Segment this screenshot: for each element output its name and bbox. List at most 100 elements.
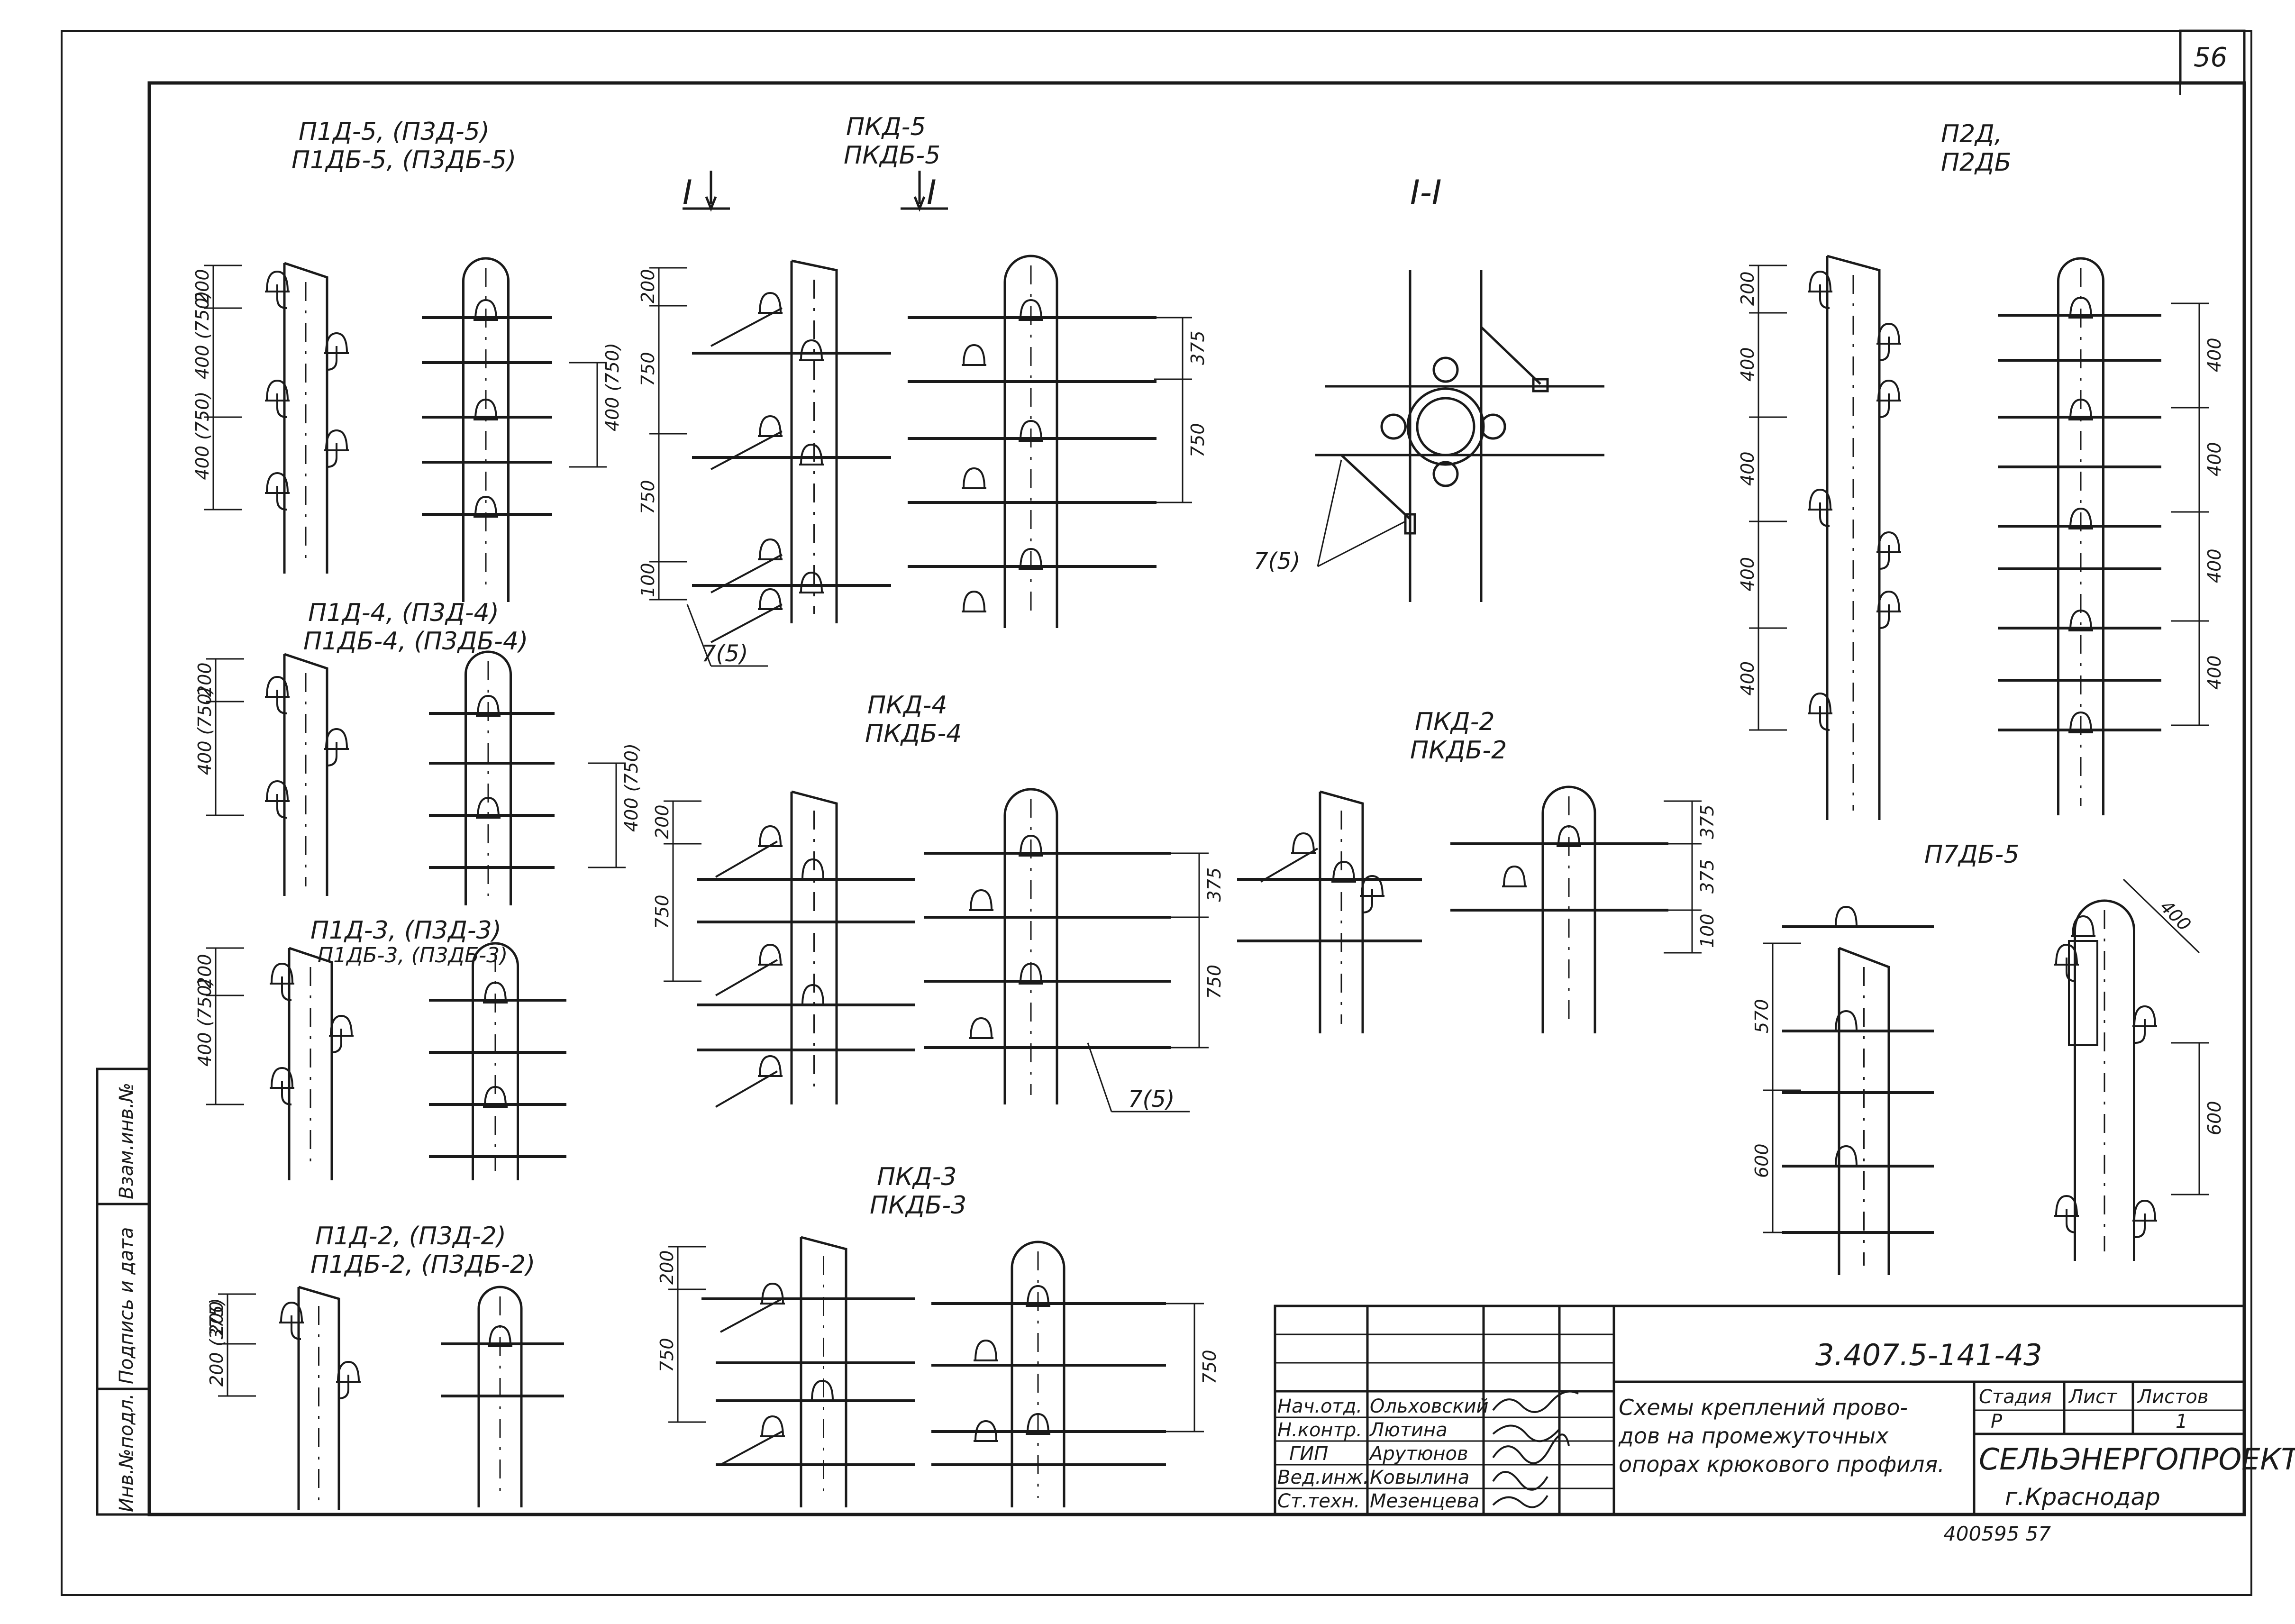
dim-label: 400 (750) <box>621 743 642 832</box>
insulator <box>800 571 823 593</box>
pole-side <box>297 1286 340 1510</box>
side-stamp <box>96 1067 151 1516</box>
dim-label: 400 <box>1737 451 1758 486</box>
pole-front <box>462 257 510 602</box>
dim-label: 375 <box>1697 859 1718 894</box>
label-pkd3-b: ПКДБ-3 <box>870 1191 966 1220</box>
insulator <box>1834 1145 1858 1167</box>
dim-label: 400 (750) <box>602 343 623 431</box>
label-p1d2-b: П1ДБ-2, (П3ДБ-2) <box>310 1250 535 1279</box>
insulator <box>801 858 825 880</box>
insulator <box>801 984 825 1006</box>
dim-label: 400 <box>1737 557 1758 592</box>
insulator <box>811 1379 834 1402</box>
insulator <box>974 1339 998 1361</box>
handwritten-signatures <box>1492 1390 1579 1508</box>
dim-label: 400 <box>2204 655 2225 690</box>
dim-label: 570 <box>1751 999 1772 1033</box>
insulator <box>1557 825 1581 847</box>
hook <box>276 284 287 309</box>
label-p2d-b: П2ДБ <box>1941 148 2011 177</box>
hook-insulator <box>265 270 289 292</box>
pole-side <box>1838 947 1890 1275</box>
hook <box>1819 284 1830 309</box>
bracket <box>710 430 783 470</box>
sheet-border <box>61 29 2252 1596</box>
drawing-title-3: опорах крюкового профиля. <box>1619 1451 1945 1477</box>
insulator <box>962 467 986 489</box>
bracket <box>715 959 778 996</box>
hook-insulator <box>329 1014 353 1037</box>
stage-value: Р <box>1991 1411 2003 1432</box>
hook-insulator <box>1877 379 1901 401</box>
hook-insulator <box>265 675 289 698</box>
hook <box>327 346 337 371</box>
sheets-header: Листов <box>2137 1386 2208 1408</box>
hook <box>1879 337 1890 361</box>
dim-line <box>2122 878 2200 954</box>
sheet-code: 3.407.5-141-43 <box>1815 1338 2042 1372</box>
hook <box>276 794 287 819</box>
sign-name-3: Арутюнов <box>1368 1443 1468 1465</box>
dim-label: 100 <box>638 563 658 597</box>
dim-label: 750 <box>638 480 658 514</box>
drawing-title-2: дов на промежуточных <box>1618 1423 1889 1449</box>
organization: СЕЛЬЭНЕРГОПРОЕКТ <box>1979 1442 2295 1477</box>
hook-insulator <box>2133 1199 2157 1222</box>
dim-label: 750 <box>1199 1350 1220 1384</box>
hook <box>2066 1209 2076 1233</box>
sign-name-2: Лютина <box>1369 1419 1448 1441</box>
label-pkd3-a: ПКД-3 <box>877 1163 957 1191</box>
hook-insulator <box>325 728 348 750</box>
hook-insulator <box>1877 590 1901 612</box>
pole-front <box>1003 788 1058 1104</box>
label-pkd4-a: ПКД-4 <box>867 691 947 720</box>
hook-insulator <box>265 472 289 494</box>
hook-insulator <box>325 332 348 354</box>
label-p1d5-b: П1ДБ-5, (П3ДБ-5) <box>291 146 516 174</box>
insulator <box>800 443 823 465</box>
sign-name-4: Ковылина <box>1370 1467 1469 1488</box>
dim-label: 400 <box>2156 896 2195 935</box>
bracket-plate <box>2068 940 2098 1046</box>
label-p7db5: П7ДБ-5 <box>1924 840 2019 869</box>
pole-side <box>800 1236 847 1507</box>
insulator <box>758 943 782 966</box>
insulator <box>761 1415 784 1437</box>
label-pkd4-b: ПКДБ-4 <box>865 720 962 748</box>
pole-front <box>1003 255 1058 628</box>
dim-label: 750 <box>638 352 658 386</box>
pole-side <box>790 259 838 623</box>
dim-label: 600 <box>1751 1143 1772 1178</box>
insulator <box>800 339 823 361</box>
insulator <box>974 1420 998 1442</box>
label-pkd5-b: ПКДБ-5 <box>844 141 940 170</box>
callout-pkd5: 7(5) <box>701 640 748 667</box>
insulator <box>1332 860 1356 883</box>
pole-front <box>477 1286 523 1507</box>
insulator <box>2069 398 2093 420</box>
insulator <box>1292 832 1315 854</box>
dim-label: 200 <box>194 662 215 697</box>
pole-drawings <box>204 255 2209 1510</box>
drawing-title-1: Схемы креплений прово- <box>1619 1395 1908 1420</box>
hook <box>1819 502 1830 527</box>
dim-label: 200 (375) <box>206 1298 227 1387</box>
insulator <box>2069 711 2093 733</box>
sign-name-5: Мезенцева <box>1370 1490 1479 1512</box>
hook-insulator <box>1877 322 1901 345</box>
insulator <box>1019 547 1043 570</box>
dim-label: 400 <box>2204 548 2225 583</box>
hook <box>2066 958 2076 982</box>
pole-front <box>464 650 512 905</box>
insulator <box>474 299 498 321</box>
dim-label: 200 <box>192 269 213 303</box>
label-pkd2-a: ПКД-2 <box>1415 708 1495 736</box>
label-p1d3-b: П1ДБ-3, (П3ДБ-3) <box>318 943 508 967</box>
insulator <box>483 981 507 1004</box>
pole-side <box>288 947 333 1180</box>
label-p2d-a: П2Д, <box>1941 120 2002 148</box>
label-p1d4-a: П1Д-4, (П3Д-4) <box>308 599 499 627</box>
insulator <box>758 292 782 314</box>
